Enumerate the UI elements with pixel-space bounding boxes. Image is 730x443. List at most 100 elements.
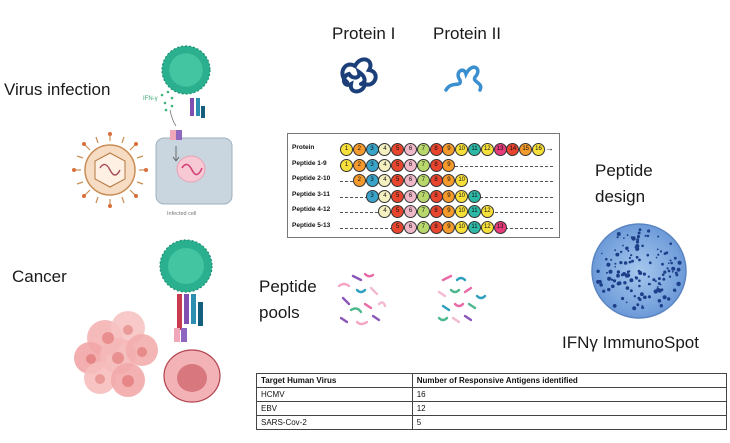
spot: [638, 228, 642, 232]
spot: [640, 292, 644, 297]
t-cell-icon: [159, 239, 213, 330]
table-cell-virus: EBV: [256, 401, 413, 416]
infected-cell-icon: [155, 130, 233, 205]
spot: [616, 270, 621, 274]
spot: [602, 289, 606, 293]
spot: [642, 272, 646, 276]
spot: [616, 273, 620, 278]
spot: [675, 273, 679, 277]
spot: [648, 261, 652, 265]
spot: [636, 235, 640, 239]
spot: [626, 270, 630, 274]
spot: [631, 236, 636, 241]
spot: [631, 259, 634, 263]
responsive-antigens-table: Target Human Virus Number of Responsive …: [256, 373, 728, 430]
amino-acid-bead: 12: [480, 220, 494, 234]
spot: [614, 266, 616, 268]
amino-acid-bead: 5: [391, 143, 405, 156]
amino-acid-bead: 12: [480, 205, 494, 218]
table-row: HCMV 16: [256, 387, 728, 402]
amino-acid-bead: 6: [404, 174, 417, 187]
spot: [605, 271, 608, 274]
spot: [614, 249, 617, 252]
spot: [621, 296, 625, 301]
spot: [632, 306, 637, 311]
spot: [653, 289, 658, 294]
spot: [669, 242, 672, 245]
spot: [670, 261, 673, 265]
immunospot-label: IFNγ ImmunoSpot: [562, 333, 699, 352]
spot: [599, 279, 602, 282]
amino-acid-bead: 11: [468, 143, 481, 156]
amino-acid-bead: 8: [429, 189, 443, 203]
spot: [634, 246, 636, 248]
virus-icon: [72, 132, 148, 208]
spot: [656, 248, 659, 251]
amino-acid-bead: 8: [429, 158, 443, 172]
amino-acid-bead: 2: [352, 143, 366, 156]
row-label: Peptide 4-12: [292, 206, 331, 213]
spot: [610, 278, 614, 281]
spot: [661, 273, 665, 276]
spot: [647, 275, 650, 278]
spot: [634, 276, 637, 279]
spot: [662, 295, 667, 300]
virus-infection-illustration: IFN-γ Infected cell: [72, 45, 233, 217]
amino-acid-bead: 5: [391, 158, 405, 172]
spot: [646, 253, 650, 257]
spot: [619, 261, 623, 265]
spot: [605, 257, 608, 261]
spot: [628, 256, 631, 260]
spot: [657, 277, 661, 281]
amino-acid-bead: 11: [468, 220, 481, 234]
immunospot-well-icon: [591, 223, 687, 319]
amino-acid-bead: 8: [429, 205, 443, 218]
spot: [623, 237, 625, 239]
spot: [659, 283, 662, 286]
spot: [636, 238, 640, 242]
spot: [599, 283, 603, 287]
spot: [662, 277, 666, 281]
table-cell-count: 16: [411, 387, 728, 402]
spot: [636, 303, 640, 307]
spot: [612, 304, 617, 308]
spot: [614, 262, 617, 265]
spot: [638, 284, 641, 288]
spot: [628, 260, 632, 264]
amino-acid-bead: 6: [404, 205, 417, 218]
row-label: Peptide 3-11: [292, 190, 330, 198]
spot: [677, 260, 682, 265]
amino-acid-bead: 10: [455, 174, 469, 187]
cancer-label: Cancer: [12, 267, 67, 286]
amino-acid-bead: 7: [416, 205, 430, 218]
spot: [667, 269, 671, 273]
amino-acid-bead: 9: [442, 205, 456, 218]
spot: [674, 289, 677, 292]
amino-acid-bead: 3: [365, 158, 379, 172]
amino-acid-bead: 6: [404, 189, 417, 203]
table-row: SARS-Cov-2 5: [256, 415, 728, 430]
table-cell-count: 12: [411, 401, 728, 416]
spot: [673, 256, 677, 260]
amino-acid-bead: 13: [493, 143, 507, 156]
spot: [638, 258, 641, 262]
spot: [638, 279, 641, 282]
spot: [671, 270, 674, 273]
spot: [657, 299, 662, 303]
protein-2-label: Protein II: [433, 24, 502, 43]
spot: [646, 234, 650, 238]
amino-acid-bead: 10: [455, 220, 469, 234]
t-cell-icon: [161, 45, 211, 118]
spot: [656, 286, 659, 288]
amino-acid-bead: 9: [442, 174, 456, 187]
spot: [659, 250, 663, 253]
cancer-cells-icon: [74, 311, 158, 397]
amino-acid-bead: 9: [442, 158, 456, 172]
spot: [629, 289, 633, 293]
spot: [665, 251, 669, 255]
